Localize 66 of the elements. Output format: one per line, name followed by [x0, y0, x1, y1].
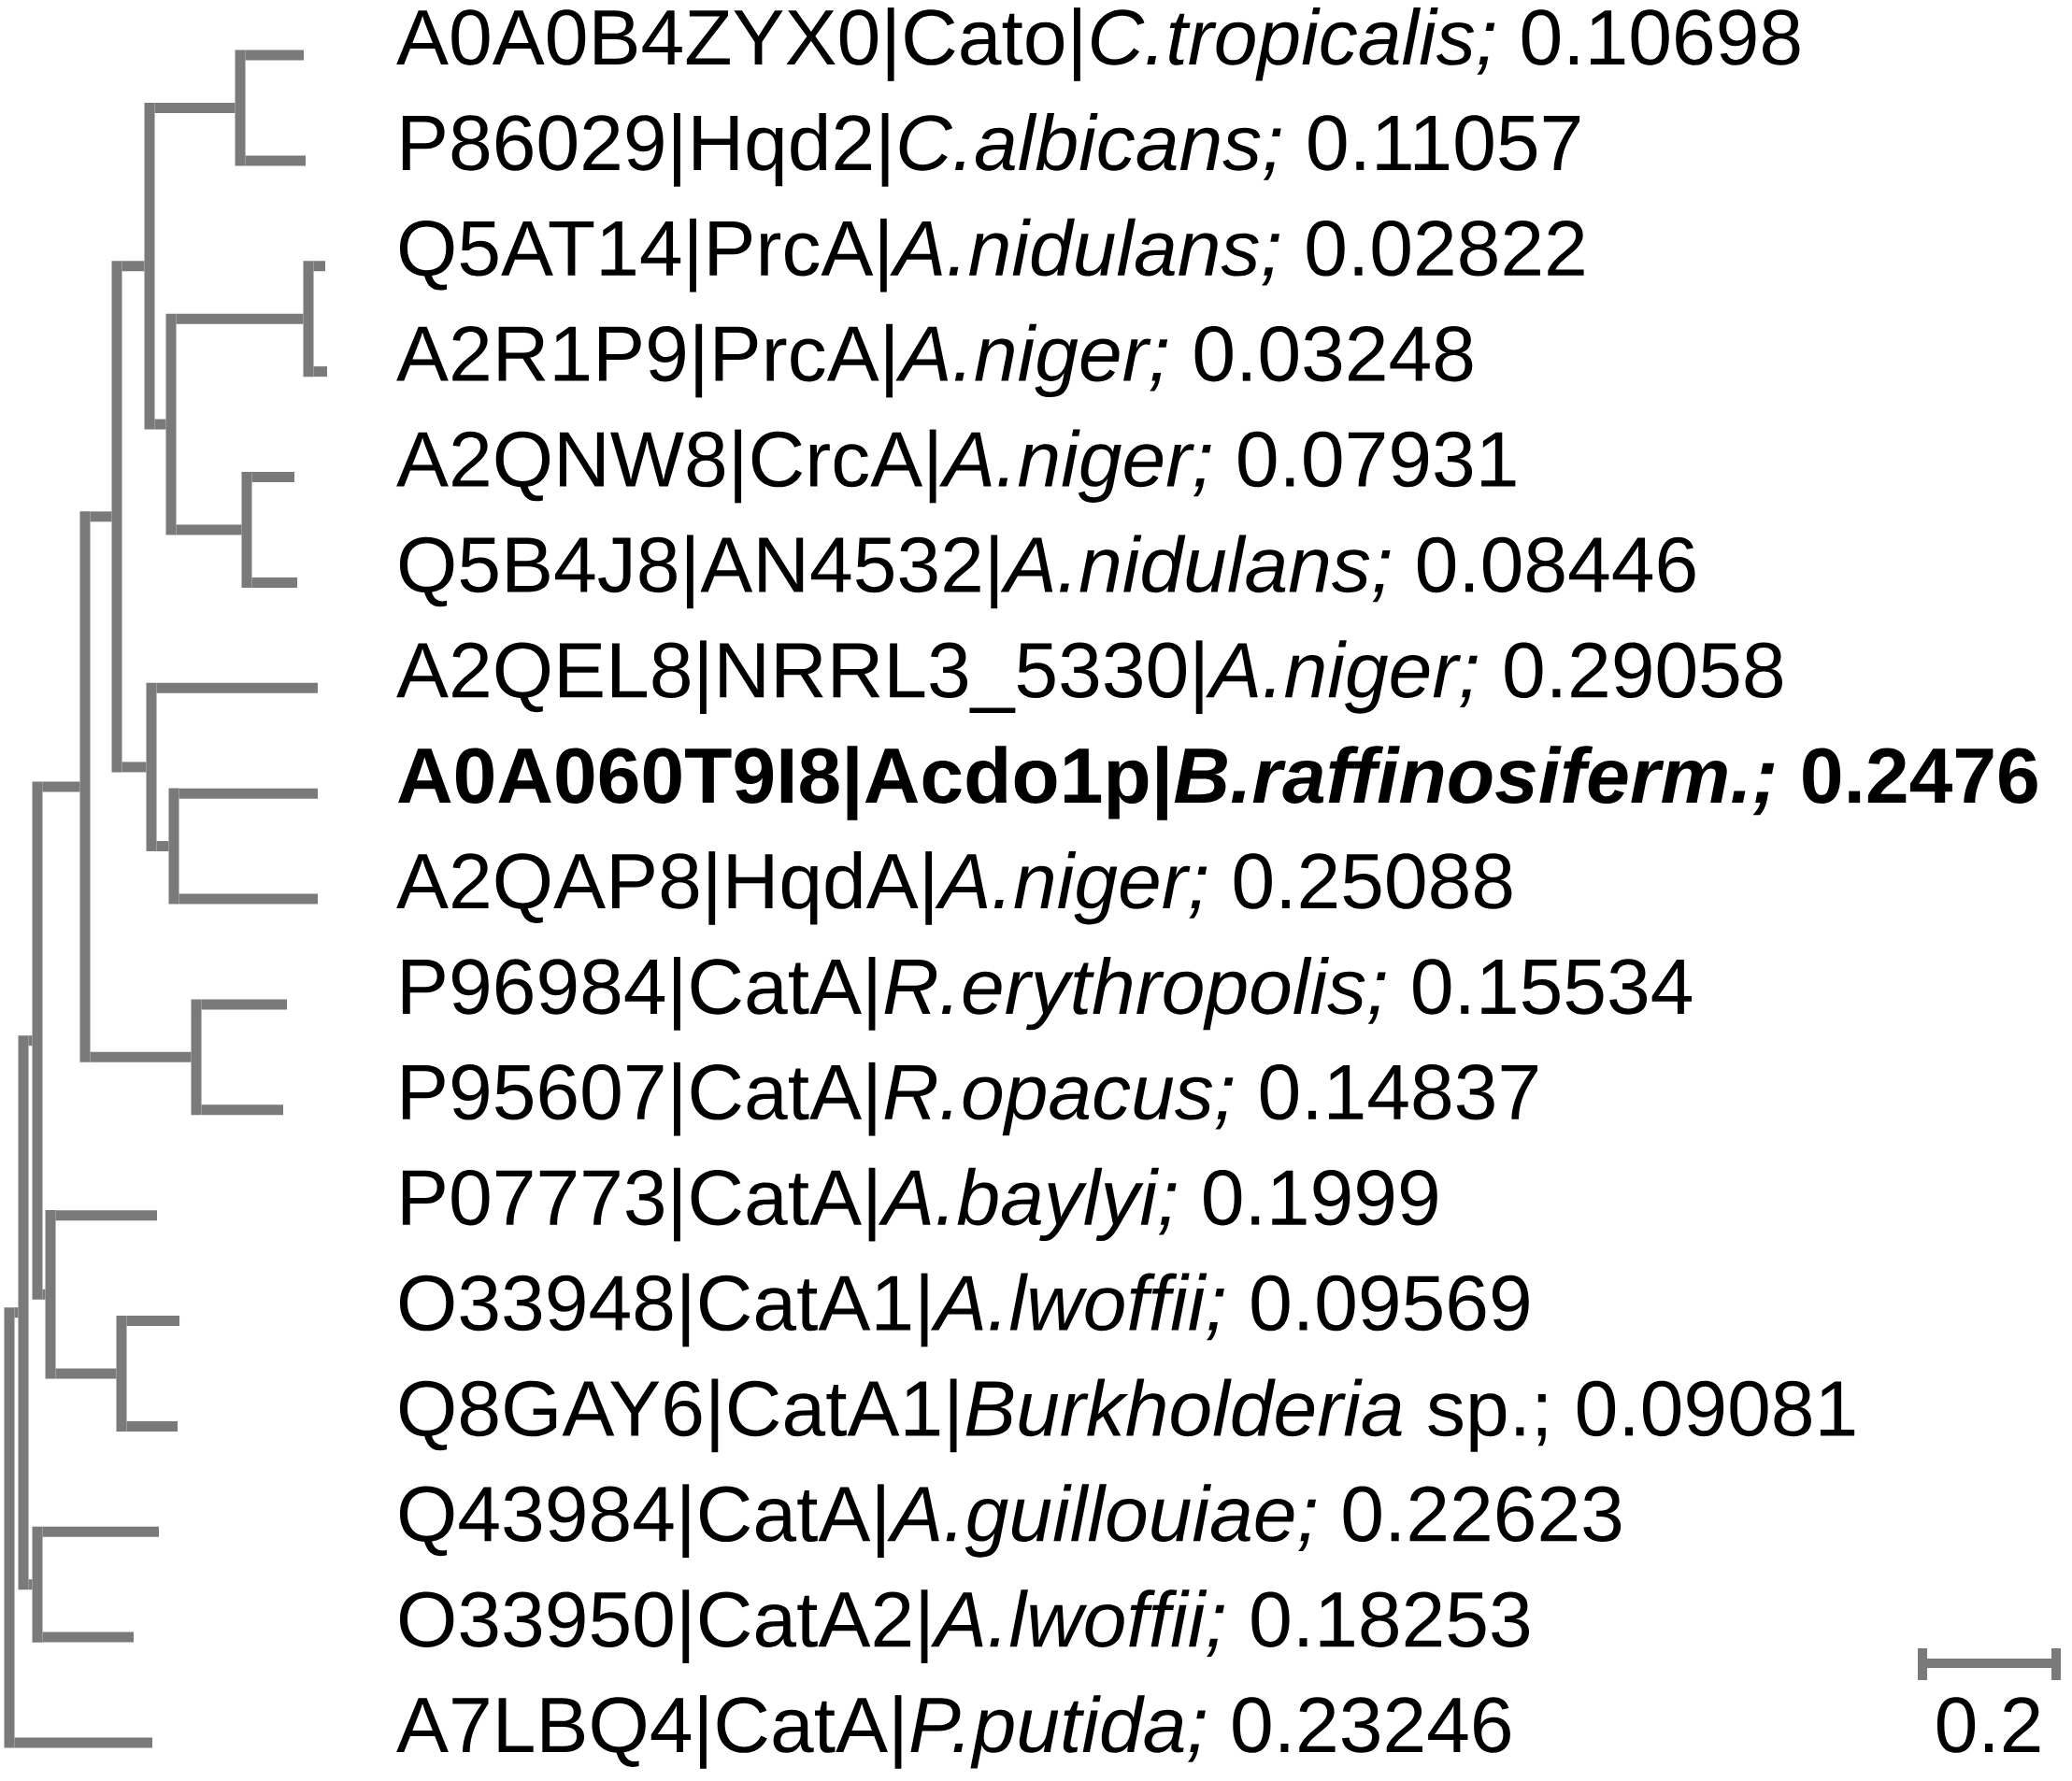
horizontal-branch — [179, 788, 318, 799]
horizontal-branch — [90, 1051, 192, 1062]
taxon-label: A7LBQ4|CatA|P.putida; 0.23246 — [396, 1695, 1510, 1769]
horizontal-branch — [251, 577, 297, 588]
vertical-branch — [235, 50, 246, 166]
taxon-label: A2QAP8|HqdA|A.niger; 0.25088 — [396, 851, 1512, 925]
horizontal-branch — [179, 893, 318, 905]
horizontal-branch — [154, 419, 166, 430]
horizontal-branch — [121, 261, 145, 272]
horizontal-branch — [245, 155, 306, 166]
horizontal-branch — [42, 1526, 159, 1537]
horizontal-branch — [55, 1210, 157, 1221]
horizontal-branch — [154, 102, 236, 113]
scale-label: 0.2 — [1936, 1697, 2040, 1753]
vertical-branch — [144, 102, 155, 430]
vertical-branch — [168, 788, 179, 905]
taxon-label: A2R1P9|PrcA|A.niger; 0.03248 — [396, 323, 1473, 398]
vertical-branch — [303, 261, 314, 378]
horizontal-branch — [176, 313, 304, 324]
taxon-label: Q43984|CatA|A.guillouiae; 0.22623 — [400, 1484, 1622, 1559]
taxon-label: P95607|CatA|R.opacus; 0.14837 — [402, 1061, 1537, 1136]
vertical-branch — [32, 781, 43, 1300]
taxon-label: A0A060T9I8|Acdo1p|B.raffinosiferm.; 0.2476 — [398, 746, 2037, 820]
horizontal-branch — [251, 472, 294, 482]
horizontal-branch — [28, 1579, 33, 1590]
horizontal-branch — [42, 1631, 134, 1643]
vertical-branch — [45, 1210, 56, 1379]
taxon-label: A2QEL8|NRRL3_5330|A.niger; 0.29058 — [396, 640, 1782, 715]
taxon-label: P07773|CatA|A.baylyi; 0.1999 — [402, 1167, 1437, 1242]
horizontal-branch — [28, 1035, 33, 1047]
taxon-label: Q5B4J8|AN4532|A.nidulans; 0.08446 — [400, 534, 1695, 609]
horizontal-branch — [201, 1104, 283, 1116]
horizontal-branch — [126, 1316, 179, 1326]
taxon-label: O33948|CatA1|A.lwoffii; 0.09569 — [400, 1273, 1529, 1347]
vertical-branch — [146, 682, 157, 852]
horizontal-branch — [176, 524, 242, 535]
taxon-label: Q8GAY6|CatA1|Burkholderia sp.; 0.09081 — [400, 1378, 1855, 1453]
horizontal-branch — [42, 1289, 46, 1300]
taxon-label: P86029|Hqd2|C.albicans; 0.11057 — [402, 113, 1580, 187]
vertical-branch — [191, 999, 202, 1116]
vertical-branch — [111, 261, 122, 773]
horizontal-branch — [121, 762, 147, 773]
horizontal-branch — [156, 841, 169, 852]
horizontal-branch — [156, 682, 318, 693]
horizontal-branch — [201, 999, 287, 1010]
horizontal-branch — [90, 511, 112, 522]
horizontal-branch — [55, 1368, 117, 1379]
horizontal-branch — [245, 50, 304, 61]
horizontal-branch — [126, 1420, 178, 1432]
horizontal-branch — [313, 261, 325, 272]
vertical-branch — [32, 1526, 43, 1643]
horizontal-branch — [14, 1307, 19, 1318]
taxon-label: A0A0B4ZYX0|Cato|C.tropicalis; 0.10698 — [396, 7, 1800, 81]
vertical-branch — [18, 1035, 29, 1590]
vertical-branch — [4, 1307, 15, 1748]
vertical-branch — [165, 313, 177, 535]
horizontal-branch — [313, 366, 327, 378]
taxon-label: A2QNW8|CrcA|A.niger; 0.07931 — [396, 429, 1516, 504]
taxon-label: P96984|CatA|R.erythropolis; 0.15534 — [402, 957, 1692, 1031]
horizontal-branch — [14, 1737, 152, 1748]
vertical-branch — [241, 472, 252, 588]
horizontal-branch — [42, 781, 80, 792]
vertical-branch — [116, 1316, 127, 1432]
taxon-label: Q5AT14|PrcA|A.nidulans; 0.02822 — [400, 218, 1584, 292]
vertical-branch — [79, 511, 91, 1062]
taxon-label: O33950|CatA2|A.lwoffii; 0.18253 — [400, 1589, 1529, 1663]
